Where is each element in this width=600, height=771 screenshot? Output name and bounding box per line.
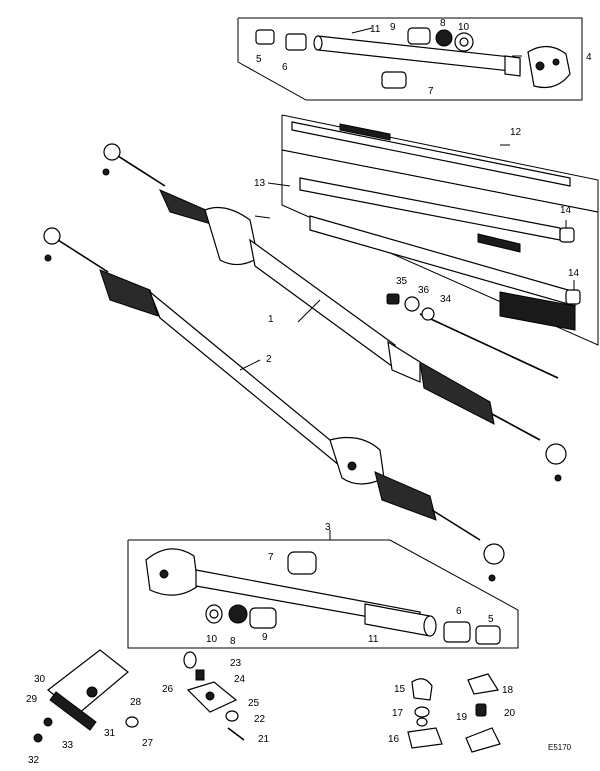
callout: 13 [254,178,266,189]
callout: 26 [162,684,174,695]
callout: 22 [254,714,266,725]
callout: 2 [266,354,272,365]
callout: 6 [282,62,288,73]
figure-code: E5170 [548,743,572,752]
callout: 17 [392,708,404,719]
callout: 10 [458,22,470,33]
pinion-cover-assembly [183,651,245,741]
callout: 11 [368,634,379,645]
callout: 34 [440,294,452,305]
callout: 11 [370,24,381,35]
inset-panel-top [237,17,583,101]
rack-panel-12 [281,114,599,213]
bracket-parts [407,673,501,753]
callout: 30 [34,674,46,685]
callout: 8 [440,18,446,29]
callout: 27 [142,738,154,749]
callout: 5 [256,54,262,65]
top-bushings [255,27,474,89]
callout: 19 [456,712,468,723]
callout: 10 [206,634,218,645]
callout: 24 [234,674,246,685]
callout: 23 [230,658,242,669]
callout: 20 [504,708,516,719]
callout: 5 [488,614,494,625]
callout: 7 [268,552,274,563]
steering-rack-assembly-1 [102,143,567,482]
callout: 29 [26,694,38,705]
callout: 36 [418,285,430,296]
top-rack-housing [313,35,571,89]
callout: 28 [130,697,142,708]
inset-panel-3 [127,539,519,649]
callout: 32 [28,755,40,766]
callout: 18 [502,685,514,696]
callout: 9 [390,22,396,33]
leader-lines [239,27,575,540]
callout: 21 [258,734,270,745]
rack-panel-13 [281,149,599,346]
callout: 25 [248,698,260,709]
callout: 3 [325,522,331,533]
callout: 12 [510,127,522,138]
callout: 33 [62,740,74,751]
callout: 6 [456,606,462,617]
bottom-bushings [205,551,501,645]
rack-housing-3 [145,548,437,637]
callout: 35 [396,276,408,287]
callout: 9 [262,632,268,643]
callout: 7 [428,86,434,97]
callout: 8 [230,636,236,647]
pinion-shaft [386,293,559,379]
callout: 14 [560,205,572,216]
callout: 15 [394,684,406,695]
damper-plate-assembly [33,649,139,743]
callout: 14 [568,268,580,279]
callout: 31 [104,728,116,739]
callout: 4 [586,52,592,63]
callout: 1 [268,314,274,325]
callout-labels: 1 2 3 4 5 6 7 8 9 10 11 12 13 14 14 15 1… [26,18,592,766]
callout: 16 [388,734,400,745]
steering-rack-assembly-2 [43,227,505,582]
